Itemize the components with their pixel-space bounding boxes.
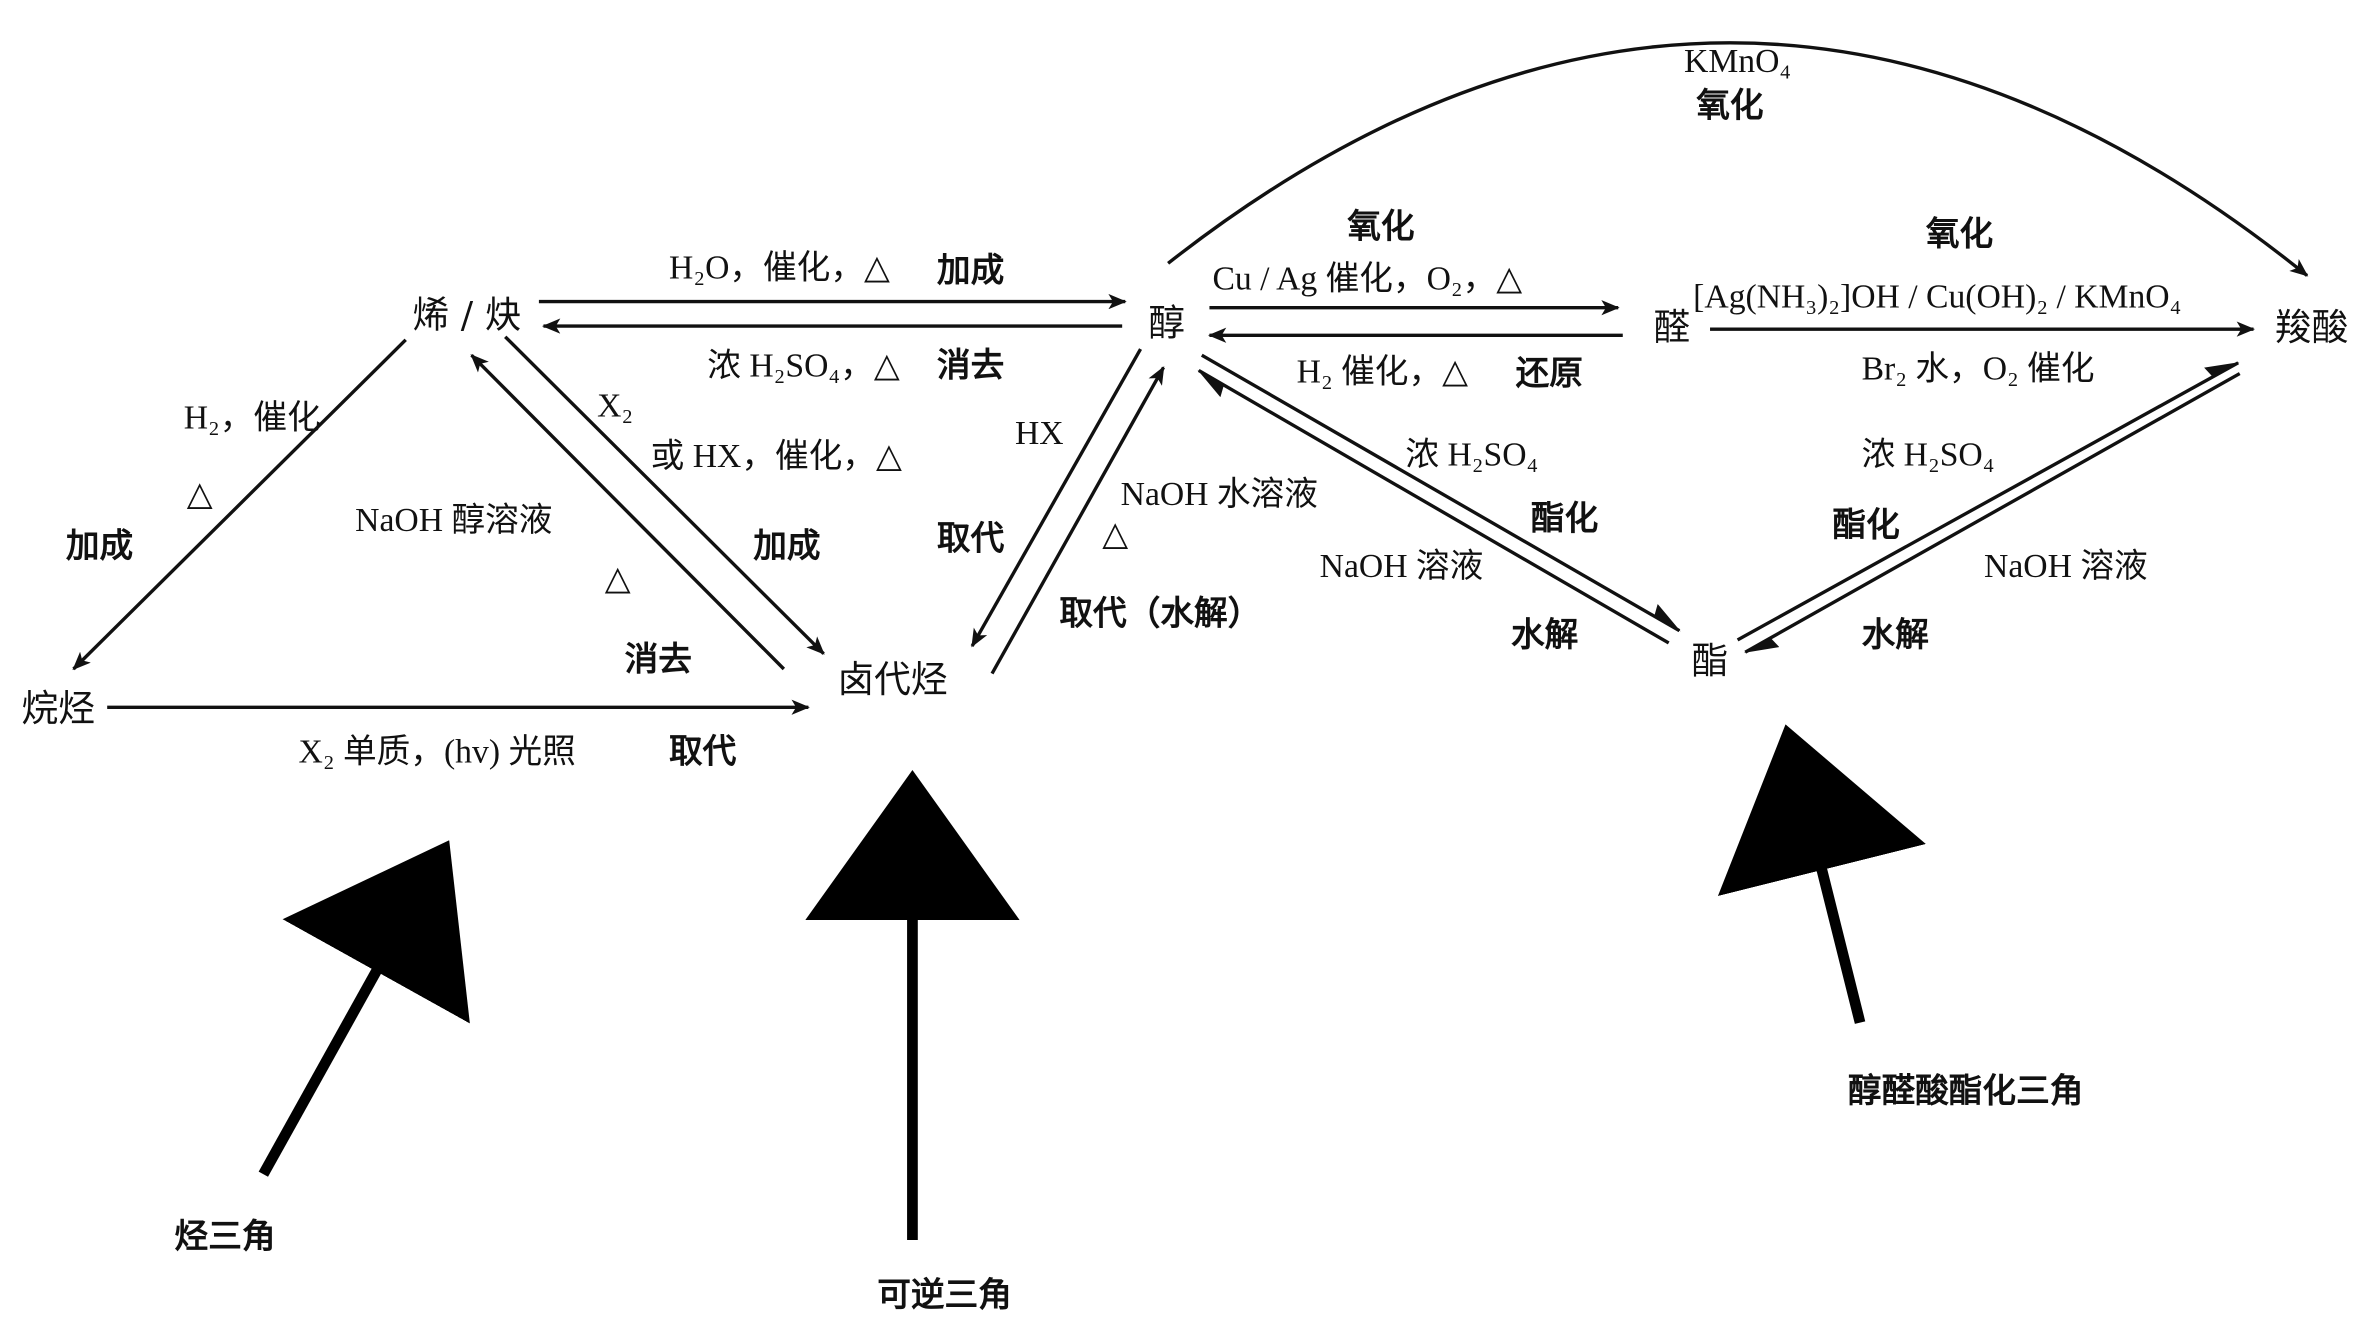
cond-halo-to-alkene-1: NaOH 醇溶液	[355, 501, 552, 539]
cond-alkene-to-alcohol: H₂O，催化，△	[669, 249, 890, 287]
cond-alkene-to-alkane-2: △	[187, 476, 213, 513]
rx-oxidation-arc: 氧化	[1696, 85, 1763, 124]
node-alkene-alkyne: 烯 / 炔	[412, 294, 521, 337]
rx-elimination-top: 消去	[937, 346, 1004, 385]
node-carboxylic-acid: 羧酸	[2275, 306, 2348, 349]
arrow-ester-to-acid	[1736, 361, 2240, 642]
cond-halo-to-alcohol-2: △	[1102, 516, 1128, 553]
rx-elimination-mid: 消去	[625, 640, 692, 679]
node-aldehyde: 醛	[1653, 306, 1690, 349]
arrow-alkene-to-haloalkane	[504, 335, 825, 655]
cond-alkene-to-alkane-1: H₂，催化	[184, 399, 321, 437]
arrow-acid-to-ester	[1743, 372, 2241, 654]
arrow-alcohol-to-ester	[1200, 353, 1681, 633]
node-ester: 酯	[1692, 640, 1729, 683]
rx-reduction: 还原	[1516, 353, 1583, 392]
cond-aldehyde-to-acid-1: [Ag(NH₃)₂]OH / Cu(OH)₂ / KMnO₄	[1693, 279, 2181, 316]
callout-ester-triangle: 醇醛酸酯化三角	[1848, 1071, 2084, 1110]
cond-alcohol-to-acid: KMnO₄	[1684, 43, 1791, 80]
rx-oxidation-1: 氧化	[1347, 206, 1414, 245]
arrow-alcohol-to-acid-arc	[1167, 41, 2309, 277]
rx-addition-top: 加成	[937, 251, 1004, 290]
arrow-alkene-to-alkane	[72, 338, 407, 671]
rx-substitution-bottom: 取代	[669, 731, 737, 770]
rx-substitution-hydrolysis: 取代（水解）	[1059, 594, 1261, 633]
arrow-ester-to-alcohol	[1197, 369, 1670, 645]
cond-acid-ester: 浓 H₂SO₄	[1862, 436, 1995, 473]
cond-alkane-to-halo: X₂ 单质，(hv) 光照	[299, 732, 576, 770]
cond-alkene-to-halo-1: X₂	[597, 387, 633, 424]
cond-alcohol-to-aldehyde: Cu / Ag 催化，O₂，△	[1212, 259, 1522, 297]
cond-ester-acid: NaOH 溶液	[1984, 547, 2148, 585]
rx-hydrolysis-1: 水解	[1511, 615, 1578, 654]
cond-ester-alcohol: NaOH 溶液	[1320, 547, 1484, 585]
cond-alcohol-to-halo: HX	[1015, 415, 1064, 452]
cond-alcohol-ester: 浓 H₂SO₄	[1405, 436, 1538, 473]
callout-arrow-hydrocarbon	[258, 840, 470, 1177]
cond-halo-to-alkene-2: △	[605, 560, 631, 597]
arrow-haloalkane-to-alkene	[470, 353, 786, 671]
rx-esterification-2: 酯化	[1833, 505, 1900, 544]
node-alcohol: 醇	[1148, 301, 1185, 344]
cond-alkene-to-halo-2: 或 HX，催化，△	[651, 437, 902, 475]
rx-addition-left: 加成	[66, 526, 133, 565]
rx-addition-mid: 加成	[753, 526, 820, 565]
node-alkane: 烷烃	[21, 687, 94, 730]
node-haloalkane: 卤代烃	[837, 658, 947, 701]
callout-hydrocarbon-triangle: 烃三角	[175, 1217, 276, 1256]
rx-oxidation-2: 氧化	[1926, 214, 1993, 253]
cond-alcohol-to-alkene: 浓 H₂SO₄，△	[707, 348, 900, 385]
cond-halo-to-alcohol-1: NaOH 水溶液	[1121, 475, 1318, 513]
rx-substitution-halo: 取代	[937, 519, 1005, 558]
cond-aldehyde-to-acid-2: Br₂ 水，O₂ 催化	[1862, 350, 2095, 388]
arrow-alcohol-to-haloalkane	[970, 348, 1143, 648]
arrow-haloalkane-to-alcohol	[990, 366, 1165, 675]
rx-esterification-1: 酯化	[1531, 499, 1598, 538]
rx-hydrolysis-2: 水解	[1862, 615, 1929, 654]
callout-arrow-ester	[1717, 724, 1926, 1024]
cond-aldehyde-to-alcohol: H₂ 催化，△	[1297, 353, 1468, 391]
callout-reversible-triangle: 可逆三角	[877, 1275, 1012, 1314]
